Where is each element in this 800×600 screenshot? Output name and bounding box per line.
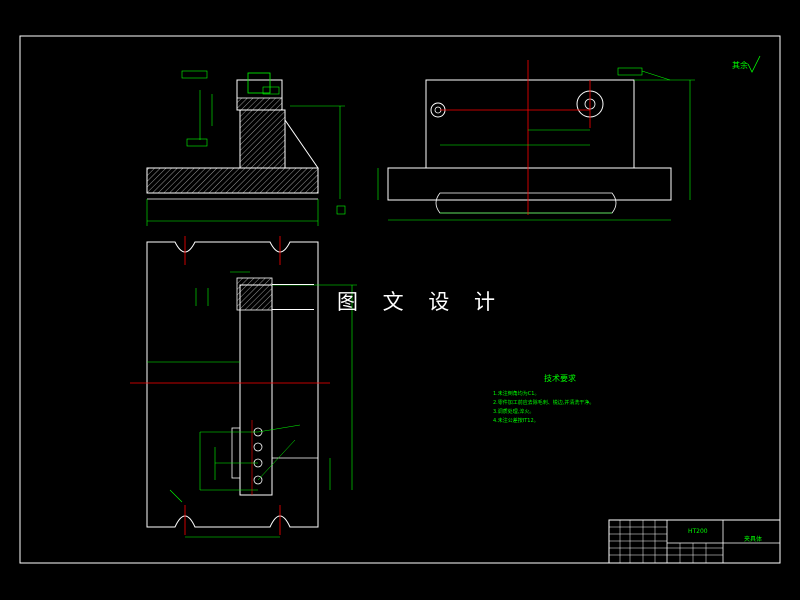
- tech-requirement-item: 4.未注公差按IT12。: [493, 418, 539, 424]
- tech-requirement-item: 2.零件加工前应去除毛刺、锐边,并清洗干净。: [493, 400, 595, 406]
- watermark-text: 图 文 设 计: [337, 290, 505, 314]
- title-block-part-name: 夹具体: [744, 536, 763, 543]
- title-block: [608, 519, 781, 564]
- watermark-underline-left: [272, 309, 314, 310]
- drawing-border: [19, 35, 781, 564]
- top-view: [130, 236, 357, 538]
- front-view: [146, 70, 346, 226]
- side-view: [377, 60, 695, 221]
- tech-requirements-title: 技术要求: [544, 374, 576, 383]
- roughness-check-icon: [747, 55, 761, 73]
- tech-requirement-item: 3.调质处理,淬火。: [493, 409, 535, 415]
- tech-requirement-item: 1.未注倒角均为C1。: [493, 391, 540, 397]
- watermark-overline-left: [272, 284, 314, 285]
- roughness-note: 其余: [732, 61, 748, 70]
- title-block-material: HT200: [688, 528, 708, 535]
